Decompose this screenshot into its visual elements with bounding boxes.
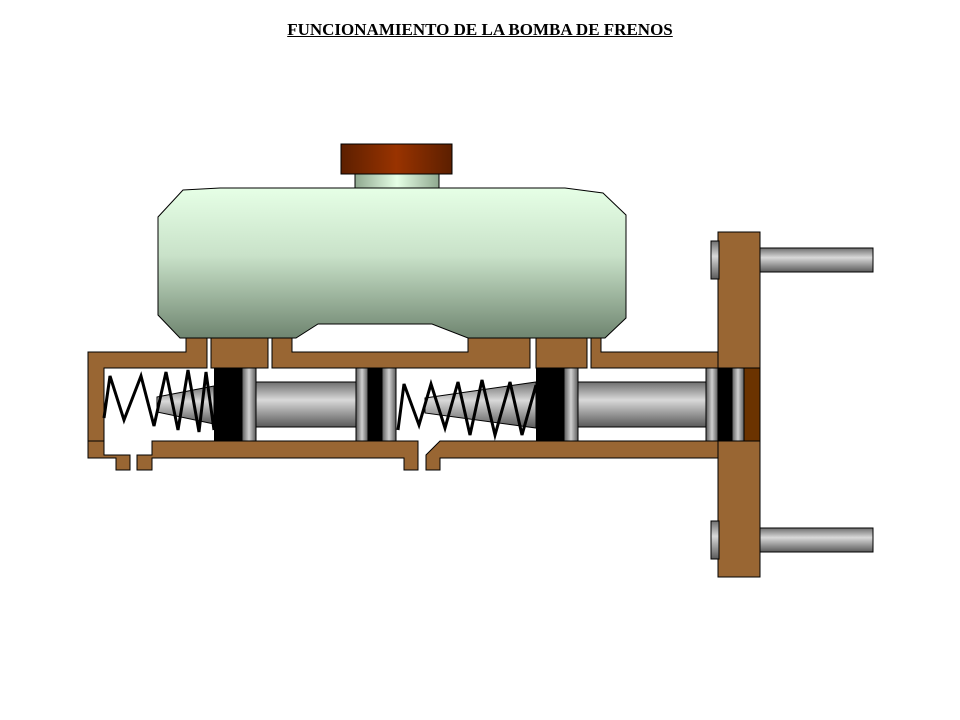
return-spring-primary	[102, 369, 216, 433]
primary-piston	[214, 367, 397, 442]
reservoir-cap	[340, 143, 453, 175]
mounting-bolt-upper	[710, 240, 874, 280]
page-title: FUNCIONAMIENTO DE LA BOMBA DE FRENOS	[287, 20, 673, 39]
fluid-reservoir	[157, 187, 627, 339]
housing-bottom-wall	[87, 440, 719, 471]
secondary-piston	[536, 367, 745, 442]
return-spring-secondary	[396, 378, 538, 441]
mounting-bolt-lower	[710, 520, 874, 560]
